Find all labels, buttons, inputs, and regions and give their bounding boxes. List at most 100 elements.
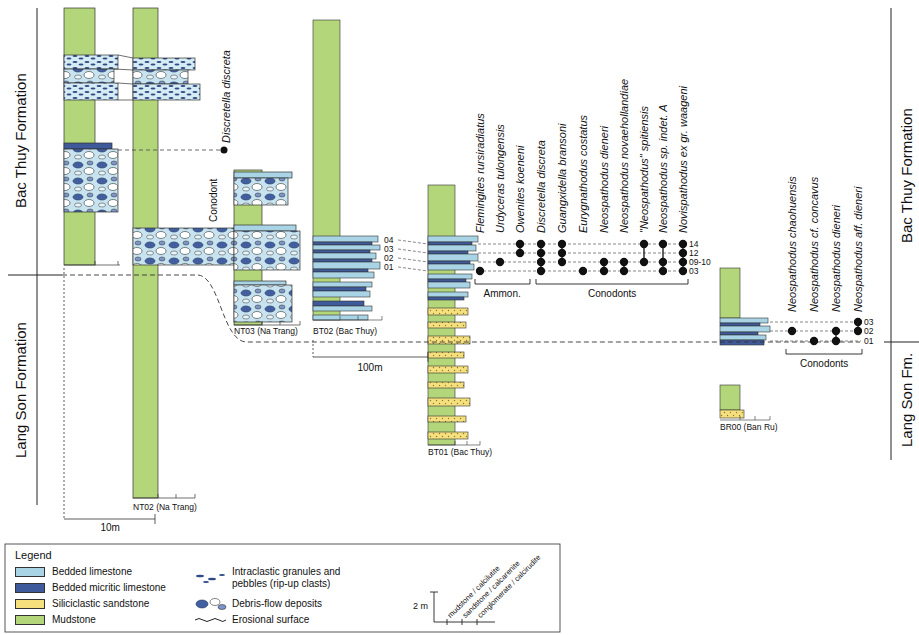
taxon-name: Discretella discreta	[221, 50, 232, 143]
column-bt02	[313, 306, 372, 311]
group-label: Conodonts	[800, 359, 848, 369]
sample-level	[398, 249, 428, 253]
column-br00	[720, 268, 770, 420]
column-bt01	[428, 432, 468, 439]
column-bt02	[313, 262, 380, 269]
distance-scale	[428, 352, 429, 362]
taxon-name: Urdyceras tulongensis	[495, 124, 506, 233]
column-bt01	[428, 242, 472, 245]
sample-level	[478, 262, 686, 263]
grain-size-scale	[434, 622, 495, 623]
sample-number: 12	[689, 249, 698, 258]
range-chart	[517, 241, 524, 248]
section-name: BT01 (Bac Thuy)	[428, 446, 492, 458]
taxon-name: Owenites koeneni	[515, 146, 526, 233]
sample-level	[398, 267, 428, 271]
taxon-name: "Neospathodus" spitiensis	[639, 106, 650, 233]
range-chart	[621, 268, 628, 275]
bed-number: 04	[384, 236, 393, 245]
correlation-line	[62, 275, 860, 342]
group-label: Ammon.	[484, 289, 521, 299]
bed-number: 02	[384, 254, 393, 263]
column-bt02	[313, 250, 370, 253]
range-chart	[641, 241, 648, 248]
detail-column	[64, 149, 118, 212]
legend-icon	[195, 574, 226, 622]
legend-icon	[196, 575, 204, 578]
column-nt03	[234, 225, 296, 231]
column-bt01	[467, 441, 468, 445]
sample-level	[398, 258, 428, 262]
taxon-name: Flemingites rursiradiatus	[475, 113, 486, 233]
column-bt01	[428, 416, 466, 422]
formation-axis	[884, 342, 919, 343]
column-bt02	[340, 316, 341, 320]
column-bt01	[428, 366, 468, 373]
distance-scale	[155, 514, 156, 524]
grain-size-scale	[434, 592, 435, 622]
sample-number: 03	[864, 318, 873, 327]
formation-name: Lang Son Fm.	[899, 353, 914, 447]
range-chart	[538, 259, 545, 266]
column-nt03	[234, 231, 300, 270]
range-chart	[833, 338, 840, 345]
column-nt03	[234, 325, 300, 326]
section-name: NT02 (Na Trang)	[133, 501, 197, 513]
detail-column	[118, 83, 133, 84]
sample-number: 01	[864, 337, 873, 346]
column-br00	[755, 416, 756, 420]
column-nt03	[234, 172, 292, 178]
bed-number: 01	[384, 263, 393, 272]
legend-text: Mudstone	[52, 615, 96, 625]
sample-level	[398, 240, 428, 244]
column-br00	[720, 420, 770, 421]
taxon-name: Neospathodus novaehollandiae	[619, 79, 630, 233]
scale-label: 2 m	[413, 602, 428, 611]
legend-swatch	[15, 599, 45, 609]
range-chart	[580, 268, 587, 275]
distance-scale	[313, 340, 314, 357]
column-bt02	[313, 253, 376, 259]
distance-scale	[64, 268, 65, 519]
range-chart	[641, 259, 648, 266]
column-bt02	[313, 269, 368, 272]
conodont-marker	[118, 147, 228, 154]
detail-column	[118, 55, 133, 58]
range-chart	[660, 268, 667, 275]
range-chart	[680, 268, 687, 275]
detail-column	[64, 143, 112, 149]
legend-box	[5, 544, 560, 632]
grain-size-label: conglomerate / calcirudite	[476, 554, 542, 620]
column-bt01	[428, 245, 476, 251]
column-nt03	[234, 178, 288, 205]
detail-column	[118, 261, 119, 265]
column-nt03	[234, 285, 292, 322]
detail-column	[64, 8, 95, 265]
column-bt01	[428, 236, 478, 242]
column-bt02	[382, 316, 383, 320]
column-br00	[720, 340, 764, 345]
column-nt03	[262, 321, 263, 325]
taxon-name: Guangxidella bransoni	[557, 124, 568, 233]
range-chart	[497, 259, 504, 266]
legend-icon	[218, 605, 226, 610]
column-nt02	[133, 228, 240, 265]
column-bt02	[313, 282, 372, 287]
formation-axis	[8, 8, 919, 505]
legend-text: Erosional surface	[232, 615, 309, 625]
column-bt02	[313, 301, 364, 306]
legend-icon	[203, 581, 209, 583]
range-chart	[680, 250, 687, 257]
column-nt02	[133, 58, 195, 70]
column-nt02	[158, 494, 159, 498]
grain-size-scale	[477, 619, 478, 625]
column-nt02	[176, 494, 177, 498]
detail-column	[118, 100, 133, 101]
range-chart	[559, 250, 566, 257]
range-chart	[811, 338, 818, 345]
column-bt01	[428, 264, 474, 270]
column-nt03	[234, 170, 300, 325]
column-bt02	[313, 272, 374, 278]
range-chart	[538, 241, 545, 248]
legend-swatch	[15, 583, 45, 593]
